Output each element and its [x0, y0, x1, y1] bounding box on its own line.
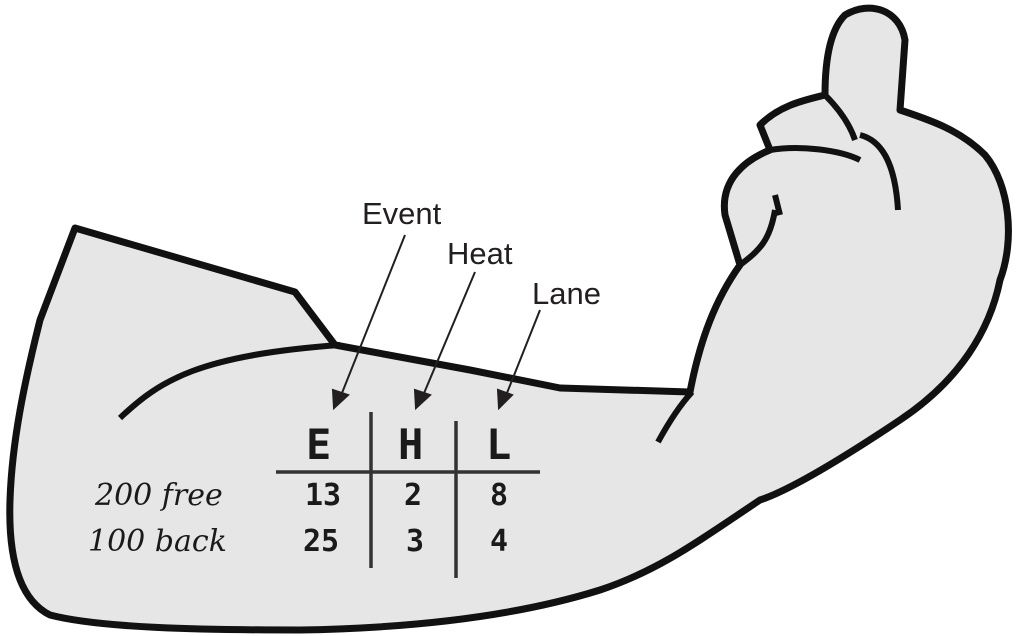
table-grid	[276, 412, 540, 578]
cell: 4	[490, 524, 509, 559]
callout-arrows	[331, 234, 541, 411]
arm-outline	[6, 4, 1012, 634]
armpit-line	[117, 342, 341, 421]
label-lane: Lane	[532, 276, 601, 311]
cell: 25	[303, 524, 340, 559]
header-h: H	[398, 420, 424, 469]
header-e: E	[306, 420, 332, 469]
cell: 13	[305, 478, 342, 513]
label-heat: Heat	[447, 236, 513, 271]
finger-line	[738, 92, 901, 268]
cell: 2	[404, 478, 423, 513]
label-event: Event	[362, 196, 442, 231]
row-name-100-back: 100 back	[88, 524, 227, 559]
elbow-crease	[655, 389, 695, 444]
cell: 3	[406, 524, 425, 559]
header-l: L	[486, 420, 512, 469]
cell: 8	[490, 478, 509, 513]
row-name-200-free: 200 free	[95, 478, 223, 513]
